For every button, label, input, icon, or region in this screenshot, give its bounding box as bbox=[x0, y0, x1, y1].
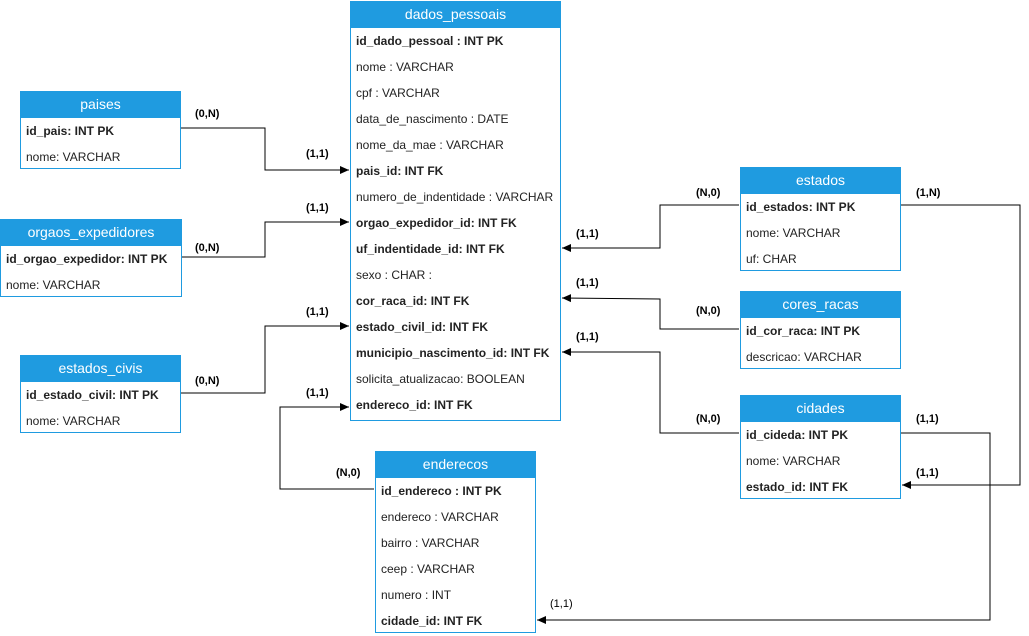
entity-title: dados_pessoais bbox=[351, 2, 560, 28]
entity-field: descricao: VARCHAR bbox=[746, 350, 862, 364]
cardinality-label: (1,1) bbox=[306, 306, 329, 318]
entity-field: bairro : VARCHAR bbox=[381, 536, 480, 550]
cardinality-label: (1,1) bbox=[550, 598, 573, 610]
entity-field: nome: VARCHAR bbox=[26, 414, 121, 428]
connector-estados-cidades bbox=[901, 204, 1021, 489]
entity-field: id_estado_civil: INT PK bbox=[26, 388, 159, 402]
entity-title: enderecos bbox=[376, 452, 535, 478]
entity-title: estados bbox=[741, 168, 900, 194]
entity-title: cores_racas bbox=[741, 292, 900, 318]
entity-field: cor_raca_id: INT FK bbox=[356, 294, 470, 308]
cardinality-label: (0,N) bbox=[195, 375, 220, 387]
entity-field: ceep : VARCHAR bbox=[381, 562, 475, 576]
entity-field: numero_de_indentidade : VARCHAR bbox=[356, 190, 554, 204]
entity-enderecos[interactable]: enderecos id_endereco : INT PK endereco :… bbox=[375, 451, 536, 633]
cardinality-label: (1,1) bbox=[916, 467, 939, 479]
entity-field: nome: VARCHAR bbox=[746, 454, 841, 468]
connector-cores-dados bbox=[561, 294, 739, 330]
entity-dados-pessoais[interactable]: dados_pessoais id_dado_pessoal : INT PK n… bbox=[350, 1, 561, 421]
entity-orgaos-expedidores[interactable]: orgaos_expedidores id_orgao_expedidor: I… bbox=[0, 219, 182, 297]
cardinality-label: (0,N) bbox=[195, 242, 220, 254]
entity-field: endereco_id: INT FK bbox=[356, 398, 473, 412]
entity-field: cpf : VARCHAR bbox=[356, 86, 440, 100]
entity-field: nome: VARCHAR bbox=[26, 150, 121, 164]
entity-field: pais_id: INT FK bbox=[356, 164, 444, 178]
cardinality-label: (1,1) bbox=[576, 228, 599, 240]
entity-field: estado_civil_id: INT FK bbox=[356, 320, 489, 334]
cardinality-label: (1,1) bbox=[306, 387, 329, 399]
entity-field: endereco : VARCHAR bbox=[381, 510, 499, 524]
entity-title: cidades bbox=[741, 396, 900, 422]
connector-paises-dados bbox=[180, 127, 349, 174]
connector-cidades-enderecos bbox=[537, 432, 991, 624]
entity-field: cidade_id: INT FK bbox=[381, 614, 483, 628]
entity-field: estado_id: INT FK bbox=[746, 480, 849, 494]
entity-field: id_orgao_expedidor: INT PK bbox=[6, 252, 168, 266]
entity-paises[interactable]: paises id_pais: INT PK nome: VARCHAR bbox=[20, 91, 181, 169]
cardinality-label: (1,1) bbox=[306, 148, 329, 160]
entity-estados-civis[interactable]: estados_civis id_estado_civil: INT PK nom… bbox=[20, 355, 181, 433]
entity-field: numero : INT bbox=[381, 588, 452, 602]
entity-field: id_cor_raca: INT PK bbox=[746, 324, 861, 338]
entity-field: uf: CHAR bbox=[746, 252, 797, 266]
entity-field: id_endereco : INT PK bbox=[381, 484, 502, 498]
cardinality-label: (N,0) bbox=[696, 187, 721, 199]
connector-orgaos-dados bbox=[181, 218, 349, 258]
entity-field: orgao_expedidor_id: INT FK bbox=[356, 216, 517, 230]
connector-enderecos-dados bbox=[279, 403, 374, 490]
cardinality-label: (0,N) bbox=[195, 108, 220, 120]
cardinality-label: (N,0) bbox=[336, 467, 361, 479]
entity-field: municipio_nascimento_id: INT FK bbox=[356, 346, 550, 360]
cardinality-label: (1,1) bbox=[916, 413, 939, 425]
entity-field: id_pais: INT PK bbox=[26, 124, 115, 138]
cardinality-label: (1,1) bbox=[306, 202, 329, 214]
entity-title: paises bbox=[21, 92, 180, 118]
entity-estados[interactable]: estados id_estados: INT PK nome: VARCHAR u… bbox=[740, 167, 901, 271]
entity-field: nome: VARCHAR bbox=[746, 226, 841, 240]
connector-estados-dados bbox=[562, 204, 739, 252]
entity-field: nome: VARCHAR bbox=[6, 278, 101, 292]
cardinality-label: (1,1) bbox=[576, 277, 599, 289]
entity-field: nome_da_mae : VARCHAR bbox=[356, 138, 504, 152]
connector-cidades-dados bbox=[562, 348, 739, 434]
entity-field: nome : VARCHAR bbox=[356, 60, 454, 74]
entity-field: id_dado_pessoal : INT PK bbox=[356, 34, 504, 48]
entity-field: id_estados: INT PK bbox=[746, 200, 856, 214]
entity-title: estados_civis bbox=[21, 356, 180, 382]
entity-field: sexo : CHAR : bbox=[356, 268, 433, 282]
entity-field: solicita_atualizacao: BOOLEAN bbox=[356, 372, 525, 386]
entity-cidades[interactable]: cidades id_cideda: INT PK nome: VARCHAR es… bbox=[740, 395, 901, 499]
entity-title: orgaos_expedidores bbox=[1, 220, 181, 246]
cardinality-label: (N,0) bbox=[696, 413, 721, 425]
connector-civis-dados bbox=[181, 322, 349, 394]
cardinality-label: (1,1) bbox=[576, 331, 599, 343]
entity-field: uf_indentidade_id: INT FK bbox=[356, 242, 505, 256]
cardinality-label: (N,0) bbox=[696, 305, 721, 317]
entity-field: data_de_nascimento : DATE bbox=[356, 112, 509, 126]
entity-field: id_cideda: INT PK bbox=[746, 428, 849, 442]
entity-cores-racas[interactable]: cores_racas id_cor_raca: INT PK descricao… bbox=[740, 291, 901, 369]
cardinality-label: (1,N) bbox=[916, 187, 941, 199]
